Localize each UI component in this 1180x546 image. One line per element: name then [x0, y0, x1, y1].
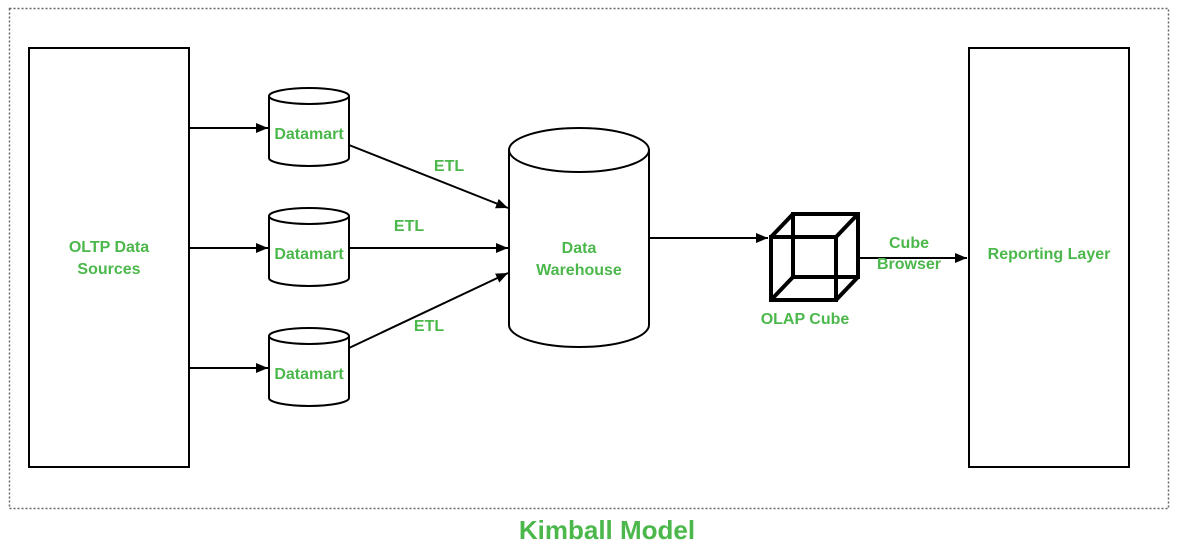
cube-icon — [769, 212, 860, 302]
datamart-label: Datamart — [274, 126, 344, 143]
etl-arrow-3 — [348, 272, 509, 349]
diagram-title: Kimball Model — [519, 515, 695, 545]
datamart-node-3[interactable]: Datamart — [268, 327, 350, 407]
datamart-label: Datamart — [274, 366, 344, 383]
olap-cube-node[interactable]: OLAP Cube — [761, 212, 860, 328]
etl-label-3: ETL — [414, 318, 444, 335]
cube-browser-label-line1: Cube — [889, 235, 929, 252]
warehouse-label-line2: Warehouse — [536, 262, 622, 279]
reporting-layer-node[interactable]: Reporting Layer — [968, 47, 1130, 468]
data-warehouse-node[interactable]: Data Warehouse — [508, 127, 650, 348]
etl-label-1: ETL — [434, 158, 464, 175]
datamart-node-2[interactable]: Datamart — [268, 207, 350, 287]
oltp-label-line2: Sources — [77, 261, 140, 278]
etl-label-2: ETL — [394, 218, 424, 235]
cube-browser-label-line2: Browser — [877, 256, 941, 273]
warehouse-label-line1: Data — [562, 240, 597, 257]
olap-cube-label: OLAP Cube — [761, 311, 850, 328]
diagram-container — [8, 7, 1170, 510]
datamart-node-1[interactable]: Datamart — [268, 87, 350, 167]
reporting-layer-label: Reporting Layer — [988, 246, 1111, 263]
datamart-label: Datamart — [274, 246, 344, 263]
etl-arrow-1 — [348, 144, 509, 209]
oltp-data-sources-node[interactable]: OLTP Data Sources — [28, 47, 190, 468]
oltp-label-line1: OLTP Data — [69, 239, 149, 256]
